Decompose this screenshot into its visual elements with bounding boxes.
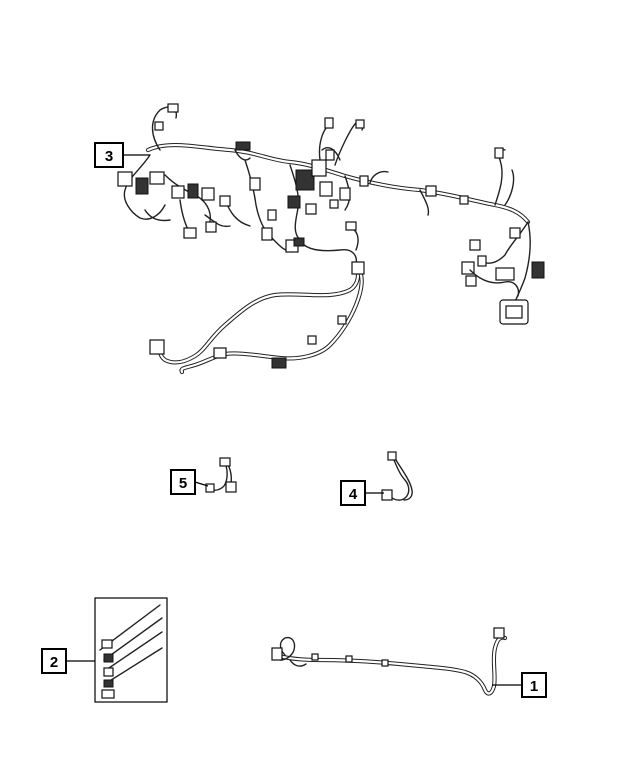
callout-1-label: 1	[530, 678, 538, 695]
callout-4-label: 4	[349, 486, 358, 503]
callout-3-label: 3	[105, 148, 113, 165]
callout-4[interactable]: 4	[340, 480, 384, 506]
jumper-4-icon[interactable]	[381, 451, 413, 501]
callout-5[interactable]: 5	[170, 469, 209, 495]
callout-5-label: 5	[179, 475, 187, 492]
callout-1[interactable]: 1	[492, 672, 547, 698]
jumper-5-icon[interactable]	[205, 457, 237, 493]
callout-2[interactable]: 2	[41, 648, 95, 674]
harness-1-icon[interactable]	[271, 627, 508, 696]
instrument-panel-harness-icon[interactable]	[117, 103, 545, 375]
repair-kit-icon[interactable]	[94, 597, 168, 703]
callout-3[interactable]: 3	[94, 142, 150, 168]
callout-2-label: 2	[50, 654, 58, 671]
